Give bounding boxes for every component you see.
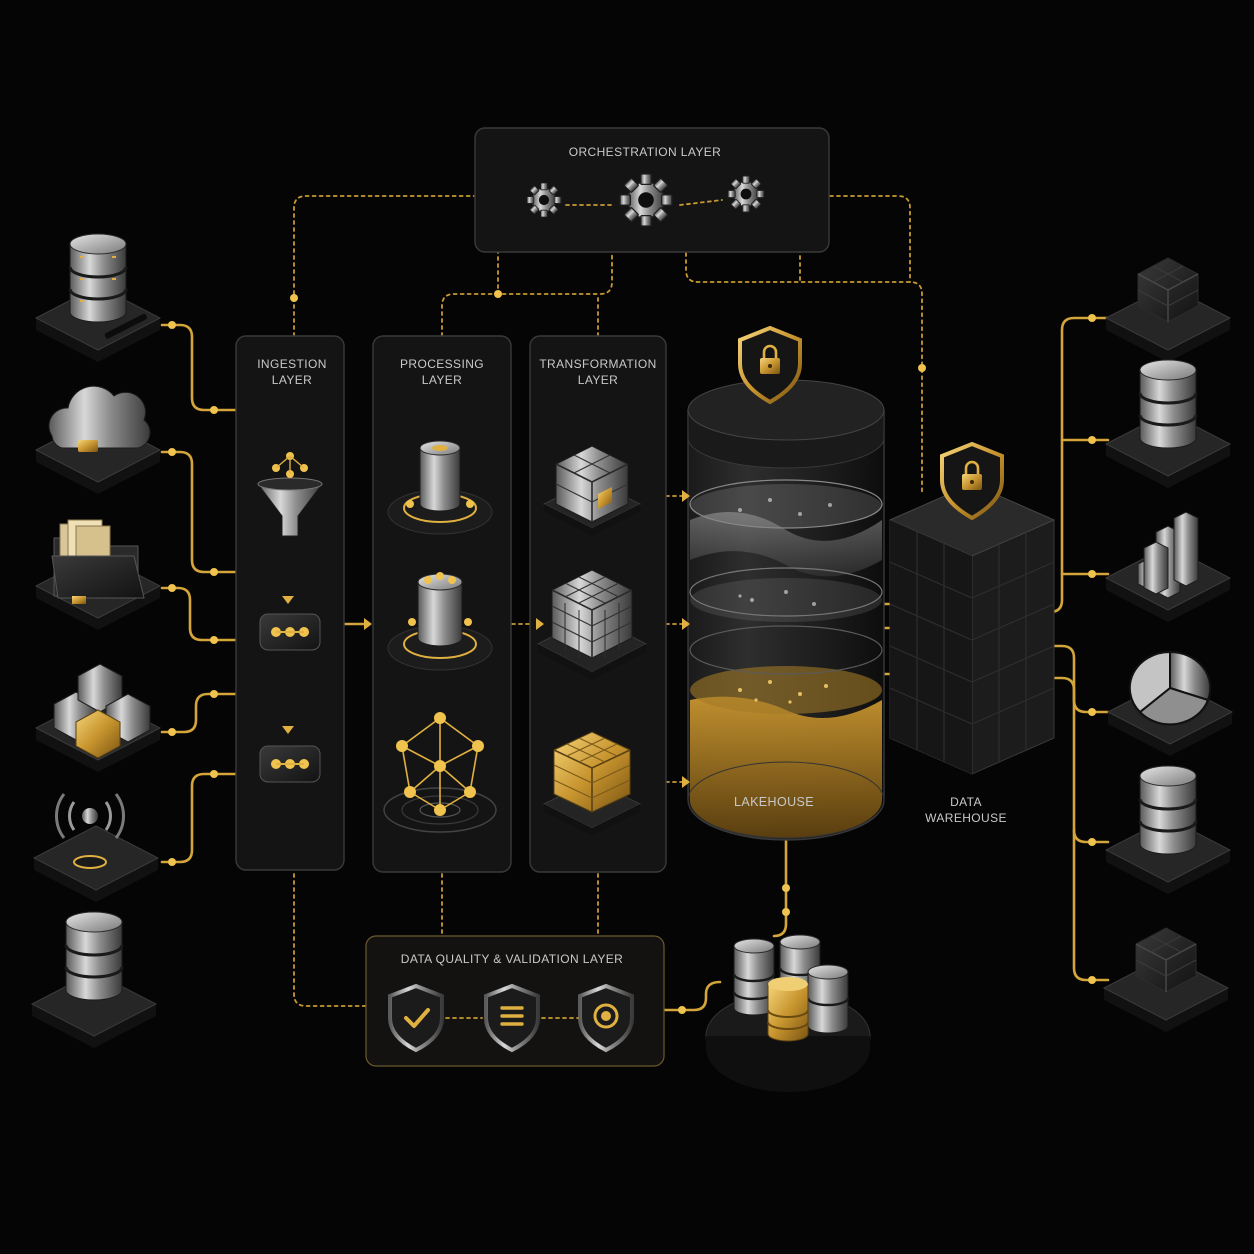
ingestion-layer-title-line1: INGESTION (257, 357, 327, 371)
data-warehouse[interactable]: DATA WAREHOUSE (888, 483, 1056, 825)
transformation-layer-title-line1: TRANSFORMATION (539, 357, 656, 371)
database-cluster-icon (705, 934, 871, 1092)
cube-gold-icon (542, 731, 642, 836)
funnel-icon (257, 452, 323, 537)
orchestration-layer[interactable]: ORCHESTRATION LAYER (474, 127, 830, 253)
transformation-layer-title-line2: LAYER (578, 373, 618, 387)
shield-target-icon (578, 984, 634, 1052)
database-server-icon (68, 232, 128, 324)
cube-grid-icon (536, 569, 648, 680)
blocks-icon (53, 663, 151, 759)
output-pie-chart[interactable] (1107, 650, 1233, 757)
cube-small-icon (542, 445, 642, 536)
gear-icon (526, 182, 562, 218)
ingestion-layer[interactable]: INGESTION LAYER (235, 335, 345, 871)
database-icon (64, 910, 124, 1002)
source-blocks[interactable] (35, 663, 161, 773)
source-antenna[interactable] (33, 793, 159, 903)
pie-chart-icon (1128, 650, 1212, 726)
processing-layer-title-line2: LAYER (422, 373, 462, 387)
gear-icon (619, 173, 673, 227)
output-cube-cluster[interactable] (1105, 257, 1231, 363)
ingestion-layer-title-line2: LAYER (272, 373, 312, 387)
shield-list-icon (484, 984, 540, 1052)
processor-core-icon (387, 572, 493, 671)
processing-layer[interactable]: PROCESSING LAYER (372, 335, 512, 873)
gear-icon (727, 175, 765, 213)
cloud-icon (48, 385, 151, 452)
orchestration-layer-title: ORCHESTRATION LAYER (569, 145, 722, 159)
router-node-icon (259, 745, 321, 783)
flow-arrows (282, 490, 690, 788)
source-database[interactable] (31, 910, 157, 1049)
lakehouse-tank[interactable]: LAKEHOUSE (687, 379, 885, 841)
warehouse-label-line2: WAREHOUSE (925, 811, 1007, 825)
lakehouse-label: LAKEHOUSE (734, 795, 814, 809)
shield-check-icon (388, 984, 444, 1052)
output-bar-chart[interactable] (1105, 511, 1231, 623)
source-cloud[interactable] (35, 385, 161, 495)
router-node-icon (259, 613, 321, 651)
antenna-icon (54, 793, 126, 869)
processor-core-icon (387, 440, 493, 535)
quality-layer-title: DATA QUALITY & VALIDATION LAYER (401, 952, 623, 966)
folder-icon (51, 519, 145, 604)
output-database-2[interactable] (1105, 764, 1231, 895)
source-folder[interactable] (35, 519, 161, 631)
source-database-server[interactable] (35, 232, 161, 363)
data-quality-layer[interactable]: DATA QUALITY & VALIDATION LAYER (365, 935, 665, 1067)
database-icon (1138, 764, 1198, 856)
output-cube-cluster-2[interactable] (1103, 927, 1229, 1033)
warehouse-label-line1: DATA (950, 795, 982, 809)
graph-network-icon (383, 712, 497, 833)
bar-chart-icon (1137, 511, 1199, 599)
transformation-layer[interactable]: TRANSFORMATION LAYER (529, 335, 667, 873)
output-database[interactable] (1105, 358, 1231, 489)
database-icon (1138, 358, 1198, 450)
processing-layer-title-line1: PROCESSING (400, 357, 484, 371)
